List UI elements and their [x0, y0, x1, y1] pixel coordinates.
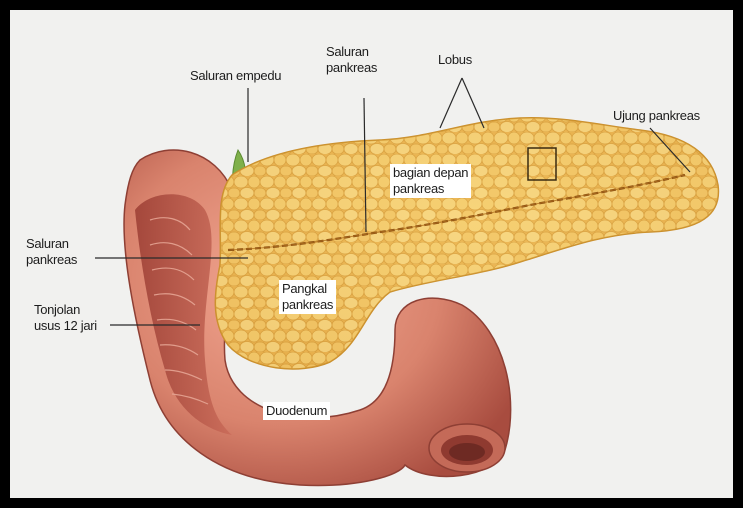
label-saluran-empedu: Saluran empedu — [190, 68, 281, 84]
label-tonjolan-usus: Tonjolan usus 12 jari — [34, 302, 97, 334]
label-duodenum: Duodenum — [263, 402, 330, 420]
label-pangkal-pankreas: Pangkal pankreas — [279, 280, 336, 314]
label-ujung-pankreas: Ujung pankreas — [613, 108, 700, 124]
label-bagian-depan-pankreas: bagian depan pankreas — [390, 164, 471, 198]
label-lobus: Lobus — [438, 52, 472, 68]
label-saluran-pankreas-top: Saluran pankreas — [326, 44, 377, 76]
label-saluran-pankreas-left: Saluran pankreas — [26, 236, 77, 268]
